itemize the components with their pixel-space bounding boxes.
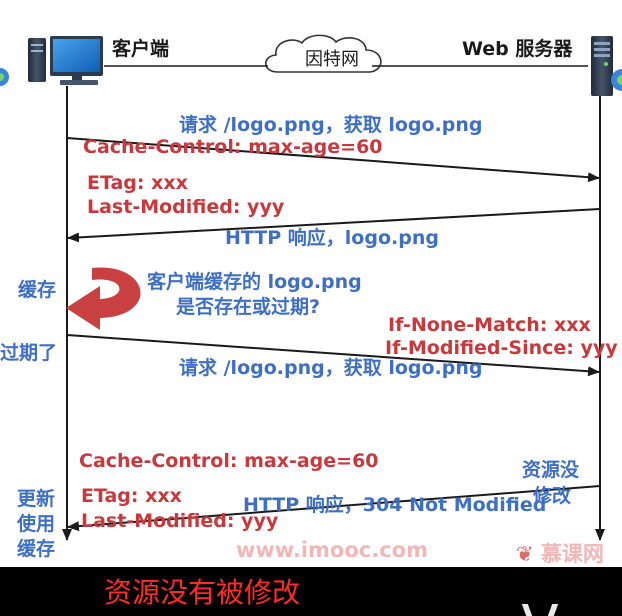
expired-label: 过期了 xyxy=(0,342,58,364)
server-label: Web 服务器 xyxy=(462,38,573,60)
request-1-label: 请求 /logo.png，获取 logo.png xyxy=(179,114,483,136)
cache-check-line-1: 客户端缓存的 logo.png xyxy=(147,271,362,293)
watermark-brand-text: 慕课网 xyxy=(540,542,604,566)
request-2-header-if-none-match: If-None-Match: xxx xyxy=(388,314,591,336)
response-1-arrow xyxy=(67,208,601,243)
request-1-arrow xyxy=(66,137,600,183)
response-2-label: HTTP 响应，304 Not Modified xyxy=(243,494,547,516)
cursor-icon xyxy=(521,602,562,616)
cache-label: 缓存 xyxy=(18,279,57,301)
globe-icon-left xyxy=(0,68,9,86)
watermark-brand: ❦ 慕课网 xyxy=(516,538,604,568)
response-1-label: HTTP 响应，logo.png xyxy=(225,227,439,249)
globe-icon-right xyxy=(611,69,622,91)
response-2-header-last-modified: Last-Modified: yyy xyxy=(81,510,279,532)
response-2-header-cache-control: Cache-Control: max-age=60 xyxy=(79,450,379,472)
response-2-arrow xyxy=(67,485,601,532)
flame-icon: ❦ xyxy=(516,542,534,566)
update-label-1: 更新 xyxy=(17,488,56,510)
update-label-3: 缓存 xyxy=(17,538,56,560)
cache-check-line-2: 是否存在或过期? xyxy=(176,296,321,318)
response-1-header-cache-control: Cache-Control: max-age=60 xyxy=(83,136,383,158)
server-icon xyxy=(591,36,613,96)
response-1-header-last-modified: Last-Modified: yyy xyxy=(87,196,285,218)
internet-label: 因特网 xyxy=(305,49,359,70)
response-2-header-etag: ETag: xxx xyxy=(81,485,182,507)
internet-cloud-icon xyxy=(264,34,382,73)
watermark-site: www.imooc.com xyxy=(236,538,428,562)
update-label-2: 使用 xyxy=(17,513,56,535)
cache-check-curved-arrow xyxy=(66,267,141,330)
server-note-line-1: 资源没 xyxy=(522,459,580,481)
subtitle-bar xyxy=(0,567,622,616)
client-computer-icon xyxy=(28,36,103,85)
request-2-arrow xyxy=(66,334,600,377)
request-2-label: 请求 /logo.png，获取 logo.png xyxy=(179,357,483,379)
server-note-line-2: 修改 xyxy=(533,485,572,507)
subtitle-text: 资源没有被修改 xyxy=(104,576,301,609)
client-label: 客户端 xyxy=(112,38,170,60)
request-2-header-if-modified-since: If-Modified-Since: yyy xyxy=(385,337,618,359)
response-1-header-etag: ETag: xxx xyxy=(87,172,188,194)
